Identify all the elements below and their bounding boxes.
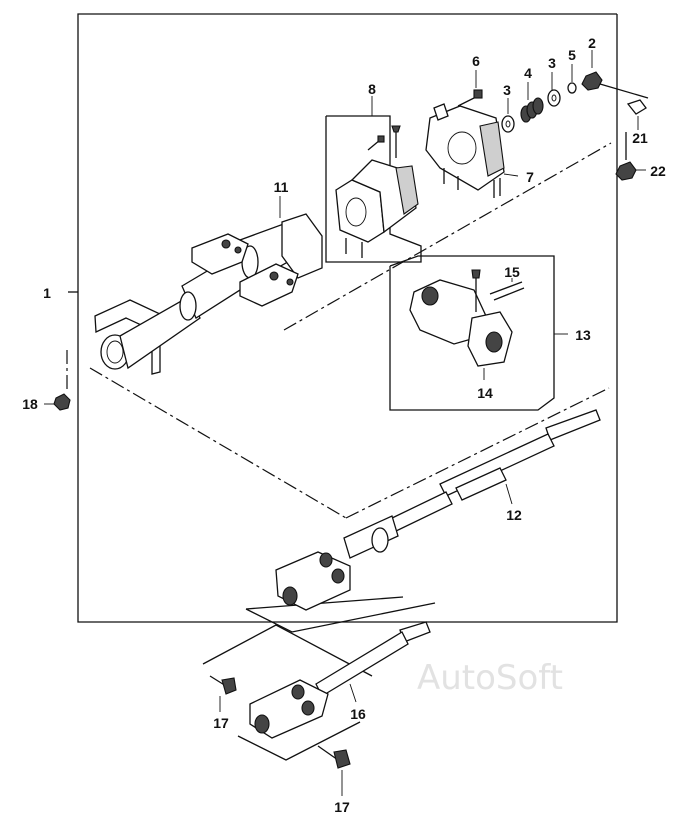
part-7-lock-housing — [425, 103, 505, 198]
callout-21: 21 — [632, 130, 648, 146]
shaft-12 — [343, 409, 601, 559]
callout-1: 1 — [43, 285, 51, 301]
callout-7: 7 — [526, 169, 534, 185]
ignition-switch-13 — [409, 269, 525, 367]
callout-17-upper: 17 — [213, 715, 229, 731]
callout-13: 13 — [575, 327, 591, 343]
ring-5 — [567, 82, 577, 94]
callout-5: 5 — [568, 47, 576, 63]
bolt-17-upper — [209, 675, 237, 695]
lower-guide-2 — [237, 721, 361, 761]
callout-12: 12 — [506, 507, 522, 523]
group-box-8 — [325, 115, 422, 263]
callout-3-right: 3 — [548, 55, 556, 71]
joint-guide — [245, 596, 404, 610]
callout-4: 4 — [524, 65, 532, 81]
callout-11: 11 — [273, 179, 289, 195]
nut-2 — [581, 71, 649, 99]
steering-column — [94, 213, 323, 375]
bolt-17-lower — [317, 745, 351, 769]
nut-22 — [615, 132, 637, 181]
lower-guide — [202, 624, 373, 677]
assembly-frame — [77, 13, 618, 623]
universal-joint-upper — [275, 551, 351, 611]
shaft-16 — [249, 621, 431, 739]
nut-18 — [53, 393, 71, 411]
callout-17-lower: 17 — [334, 799, 350, 815]
callout-8: 8 — [368, 81, 376, 97]
leader-lines — [44, 50, 646, 796]
screw-6 — [457, 89, 483, 107]
washer-3-left — [501, 115, 515, 133]
spring-4 — [520, 97, 544, 123]
clip-21 — [626, 99, 647, 115]
callout-15: 15 — [504, 264, 520, 280]
callout-14: 14 — [477, 385, 493, 401]
guide-line-lower-right — [345, 387, 610, 519]
part-8-housing — [335, 125, 419, 258]
joint-guide-2 — [245, 602, 436, 633]
washer-3-right — [547, 89, 561, 107]
callout-16: 16 — [350, 706, 366, 722]
watermark: AutoSoft — [416, 658, 564, 698]
callout-6: 6 — [472, 53, 480, 69]
guide-line-upper — [283, 142, 612, 331]
callout-22: 22 — [650, 163, 666, 179]
callout-18: 18 — [22, 396, 38, 412]
callout-2: 2 — [588, 35, 596, 51]
callout-3-left: 3 — [503, 82, 511, 98]
guide-line-lower-left — [89, 367, 347, 519]
group-box-13 — [389, 255, 555, 411]
